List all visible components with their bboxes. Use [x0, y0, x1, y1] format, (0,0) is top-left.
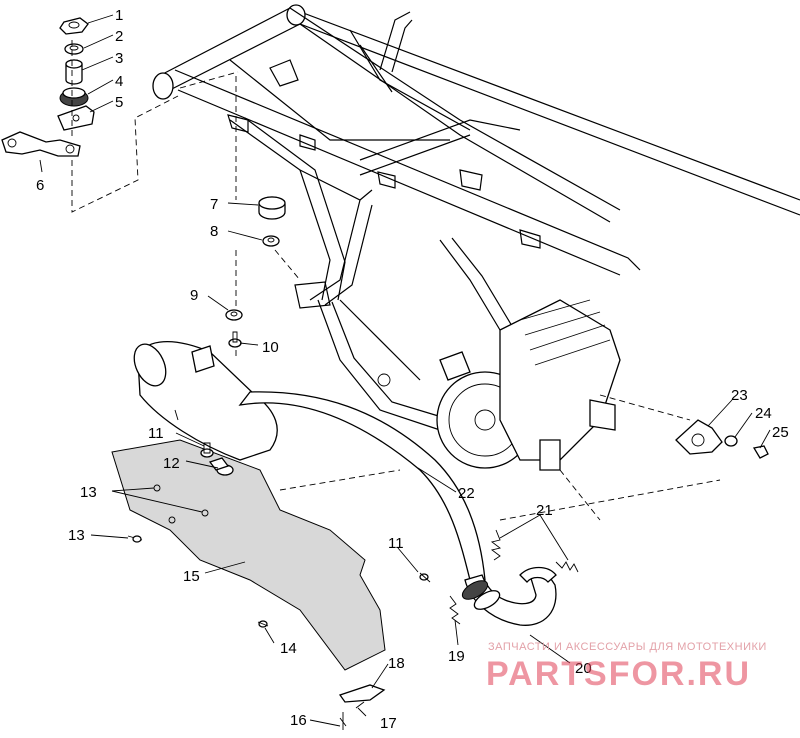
callout-11-pipe: 11 — [388, 535, 404, 552]
small-hardware — [127, 442, 431, 730]
callout-2: 2 — [115, 28, 123, 45]
bracket-part-5 — [57, 105, 95, 131]
callout-5: 5 — [115, 94, 123, 111]
callout-17: 17 — [380, 715, 397, 732]
callout-21: 21 — [536, 502, 553, 519]
exhaust-joint — [449, 529, 579, 626]
callout-3: 3 — [115, 50, 123, 67]
nut-part-9 — [225, 309, 243, 321]
washer-part-24 — [724, 435, 738, 447]
washer-part-2 — [64, 43, 84, 55]
exhaust-flange-group — [675, 419, 769, 459]
leader-lines — [39, 14, 771, 727]
bracket-part-18 — [338, 684, 386, 703]
bolt-part-25 — [752, 445, 769, 459]
callout-10: 10 — [262, 339, 279, 356]
watermark-logo: PARTSFOR.RU — [486, 655, 752, 693]
nut-part-1 — [59, 17, 89, 35]
callout-4: 4 — [115, 73, 123, 90]
engine — [436, 299, 691, 521]
callout-16: 16 — [290, 712, 307, 729]
callout-1: 1 — [115, 7, 123, 24]
callout-13-lower: 13 — [68, 527, 85, 544]
spring-part-21a — [490, 529, 502, 561]
callout-24: 24 — [755, 405, 772, 422]
callout-12: 12 — [163, 455, 180, 472]
callout-labels: 1 2 3 4 5 6 7 8 9 10 11 12 13 13 15 14 1… — [36, 7, 789, 732]
muffler — [133, 341, 721, 581]
callout-8: 8 — [210, 223, 218, 240]
heat-shield-part-15 — [111, 439, 386, 671]
callout-22: 22 — [458, 485, 475, 502]
spring-part-21b — [555, 561, 579, 573]
callout-20: 20 — [575, 660, 592, 677]
callout-23: 23 — [731, 387, 748, 404]
vehicle-frame — [152, 4, 800, 431]
callout-6: 6 — [36, 177, 44, 194]
callout-13-upper: 13 — [80, 484, 97, 501]
bolt-part-10 — [228, 338, 242, 348]
callout-9: 9 — [190, 287, 198, 304]
callout-25: 25 — [772, 424, 789, 441]
callout-14: 14 — [280, 640, 297, 657]
mount-hardware-stack — [1, 17, 239, 213]
watermark-tagline: ЗАПЧАСТИ И АКСЕССУАРЫ ДЛЯ МОТОТЕХНИКИ — [488, 641, 767, 653]
callout-18: 18 — [388, 655, 405, 672]
washer-part-8 — [262, 235, 280, 247]
bumper-hardware — [225, 76, 301, 360]
spring-part-19 — [449, 595, 461, 625]
flange-part-23 — [675, 419, 723, 455]
bracket-part-6 — [1, 131, 81, 157]
callout-15: 15 — [183, 568, 200, 585]
callout-19: 19 — [448, 648, 465, 665]
callout-11: 11 — [148, 425, 164, 442]
callout-7: 7 — [210, 196, 218, 213]
